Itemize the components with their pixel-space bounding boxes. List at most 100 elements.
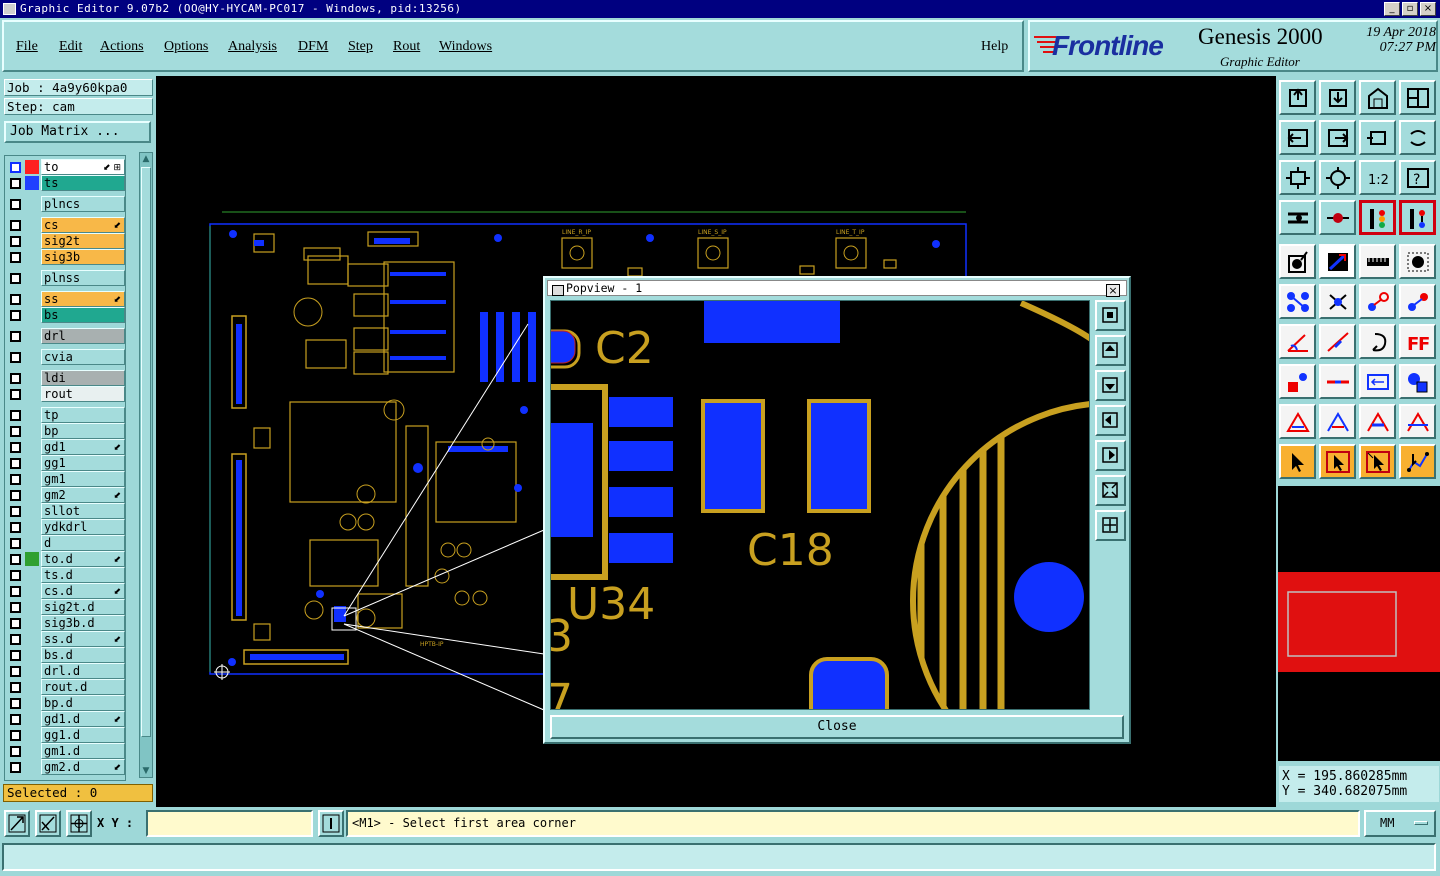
net-tool-button[interactable]	[1279, 284, 1316, 319]
measure-button[interactable]	[1319, 200, 1356, 235]
layer-checkbox[interactable]	[10, 714, 21, 725]
popview-canvas[interactable]: C2 C18 U34 3 7	[550, 300, 1090, 710]
layer-checkbox[interactable]	[10, 730, 21, 741]
zoom-1to1-button[interactable]: 1:2	[1359, 160, 1396, 195]
snap-mode-button[interactable]	[4, 810, 30, 837]
popview-close-icon[interactable]: ×	[1106, 284, 1120, 297]
layer-name[interactable]: ss.d⬋	[41, 631, 125, 647]
round-tool-button[interactable]	[1359, 324, 1396, 359]
layer-name[interactable]: sig3b.d	[41, 615, 125, 631]
layer-row-ss-d[interactable]: ss.d⬋	[5, 631, 125, 647]
popview-zoom-fit-button[interactable]	[1095, 300, 1126, 331]
layer-checkbox[interactable]	[10, 602, 21, 613]
layer-checkbox[interactable]	[10, 426, 21, 437]
layer-checkbox[interactable]	[10, 506, 21, 517]
layer-name[interactable]: sig2t.d	[41, 599, 125, 615]
layer-name[interactable]: gd1.d⬋	[41, 711, 125, 727]
line-tool-button[interactable]	[1279, 244, 1316, 279]
layer-checkbox[interactable]	[10, 666, 21, 677]
job-button[interactable]	[1359, 80, 1396, 115]
layer-checkbox[interactable]	[10, 522, 21, 533]
layer-checkbox[interactable]	[10, 352, 21, 363]
feature-filter-button[interactable]	[1359, 200, 1396, 235]
job-matrix-button[interactable]: Job Matrix ...	[4, 121, 151, 143]
layer-checkbox[interactable]	[10, 570, 21, 581]
layer-row-rout-d[interactable]: rout.d	[5, 679, 125, 695]
maximize-button[interactable]: ▫	[1402, 2, 1418, 16]
menu-file[interactable]: File	[16, 39, 38, 54]
layer-name[interactable]: plnss	[41, 270, 125, 286]
layer-row-ldi[interactable]: ldi	[5, 370, 125, 386]
layer-row-sig2t[interactable]: sig2t	[5, 233, 125, 249]
command-info-button[interactable]	[318, 810, 344, 837]
layer-list-scrollbar[interactable]: ▲ ▼	[139, 152, 153, 778]
menu-windows[interactable]: Windows	[439, 39, 493, 54]
layer-checkbox[interactable]	[10, 490, 21, 501]
xy-input[interactable]	[146, 810, 313, 837]
menu-options[interactable]: Options	[164, 39, 209, 54]
menu-edit[interactable]: Edit	[59, 39, 83, 54]
layer-name[interactable]: bs.d	[41, 647, 125, 663]
layer-row-sig3b-d[interactable]: sig3b.d	[5, 615, 125, 631]
layer-checkbox[interactable]	[10, 236, 21, 247]
zoom-center-button[interactable]	[1319, 160, 1356, 195]
layer-checkbox[interactable]	[10, 389, 21, 400]
layer-checkbox[interactable]	[10, 458, 21, 469]
layer-checkbox[interactable]	[10, 162, 21, 173]
layer-checkbox[interactable]	[10, 698, 21, 709]
layer-row-gm2-d[interactable]: gm2.d⬋	[5, 759, 125, 775]
layer-row-cs-d[interactable]: cs.d⬋	[5, 583, 125, 599]
layer-row-gm1-d[interactable]: gm1.d	[5, 743, 125, 759]
layer-checkbox[interactable]	[10, 474, 21, 485]
popview-zoom-in-button[interactable]	[1095, 475, 1126, 506]
layer-name[interactable]: tp	[41, 407, 125, 423]
rotate-view-button[interactable]	[1359, 120, 1396, 155]
layer-row-plncs[interactable]: plncs	[5, 196, 125, 212]
split-view-button[interactable]	[1399, 80, 1436, 115]
measure-mode-button[interactable]	[35, 810, 61, 837]
menu-step[interactable]: Step	[348, 39, 373, 54]
overview-panel[interactable]	[1278, 486, 1440, 761]
layer-name[interactable]: gm1	[41, 471, 125, 487]
triangle-a-button[interactable]	[1279, 404, 1316, 439]
layer-row-drl[interactable]: drl	[5, 328, 125, 344]
select-net-button[interactable]	[1359, 444, 1396, 479]
select-path-button[interactable]	[1399, 444, 1436, 479]
layer-row-bp-d[interactable]: bp.d	[5, 695, 125, 711]
layer-name[interactable]: cs.d⬋	[41, 583, 125, 599]
layer-name[interactable]: sig2t	[41, 233, 125, 249]
select-box-button[interactable]	[1319, 444, 1356, 479]
layer-row-d[interactable]: d	[5, 535, 125, 551]
layer-row-ts-d[interactable]: ts.d	[5, 567, 125, 583]
layer-checkbox[interactable]	[10, 650, 21, 661]
grid-mode-button[interactable]	[66, 810, 92, 837]
layer-row-cs[interactable]: cs⬋	[5, 217, 125, 233]
layer-name[interactable]: gm2⬋	[41, 487, 125, 503]
open-step-button[interactable]	[1319, 80, 1356, 115]
layer-row-ts[interactable]: ts	[5, 175, 125, 191]
layer-row-gg1[interactable]: gg1	[5, 455, 125, 471]
layer-name[interactable]: plncs	[41, 196, 125, 212]
layer-checkbox[interactable]	[10, 331, 21, 342]
layer-row-ydkdrl[interactable]: ydkdrl	[5, 519, 125, 535]
layer-name[interactable]: rout	[41, 386, 125, 402]
swap-layer-button[interactable]	[1399, 120, 1436, 155]
diag-tool-button[interactable]	[1319, 324, 1356, 359]
minimize-button[interactable]: _	[1384, 2, 1400, 16]
layer-checkbox[interactable]	[10, 178, 21, 189]
layer-row-bp[interactable]: bp	[5, 423, 125, 439]
layer-name[interactable]: sllot	[41, 503, 125, 519]
layer-row-cvia[interactable]: cvia	[5, 349, 125, 365]
ruler-button[interactable]	[1359, 244, 1396, 279]
layer-row-gm1[interactable]: gm1	[5, 471, 125, 487]
layer-row-gd1-d[interactable]: gd1.d⬋	[5, 711, 125, 727]
popview-pan-up-button[interactable]	[1095, 335, 1126, 366]
layer-checkbox[interactable]	[10, 442, 21, 453]
group-tool-button[interactable]	[1399, 364, 1436, 399]
slope-tool-button[interactable]	[1279, 324, 1316, 359]
layer-name[interactable]: rout.d	[41, 679, 125, 695]
layer-name[interactable]: bp.d	[41, 695, 125, 711]
arc-tool-button[interactable]	[1319, 244, 1356, 279]
triangle-b-button[interactable]	[1319, 404, 1356, 439]
